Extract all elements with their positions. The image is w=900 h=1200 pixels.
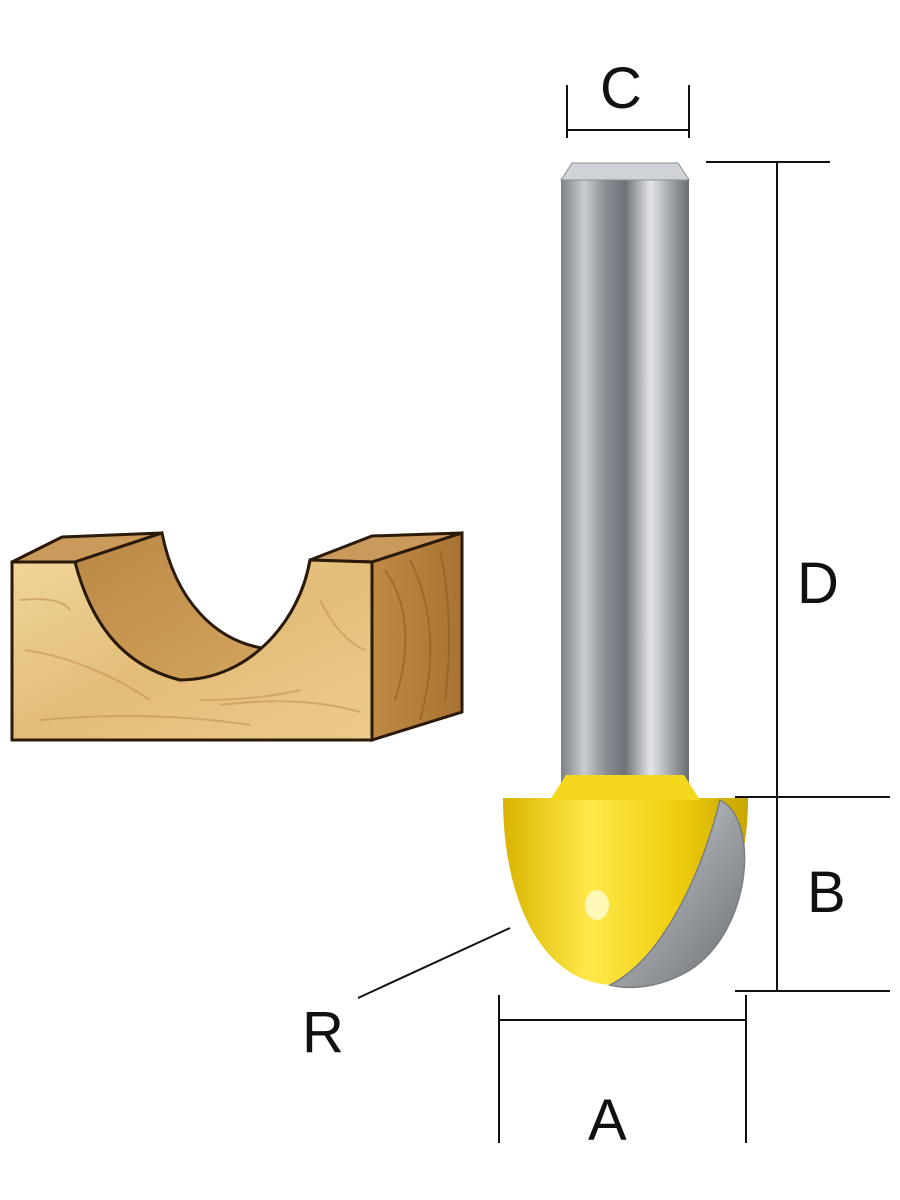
label-d: D xyxy=(797,551,839,616)
router-bit xyxy=(503,162,748,989)
wood-profile-sample xyxy=(10,530,464,743)
wood-front-face xyxy=(10,558,374,742)
dimension-d: D xyxy=(706,161,890,798)
label-b: B xyxy=(807,860,846,925)
wood-grain xyxy=(19,598,366,726)
dimension-b: B xyxy=(735,797,890,992)
label-c: C xyxy=(600,56,642,121)
bit-shank-chamfer xyxy=(560,162,690,181)
wood-side-grain xyxy=(384,549,450,721)
dimension-r: R xyxy=(302,927,511,1065)
dimension-a: A xyxy=(498,995,747,1153)
label-r: R xyxy=(302,1000,344,1065)
bit-shank xyxy=(561,178,689,790)
label-a: A xyxy=(588,1088,627,1153)
dimension-c: C xyxy=(566,56,690,138)
bit-carbide-edge xyxy=(607,798,746,989)
bit-neck xyxy=(550,775,700,800)
bit-highlight xyxy=(585,890,609,920)
